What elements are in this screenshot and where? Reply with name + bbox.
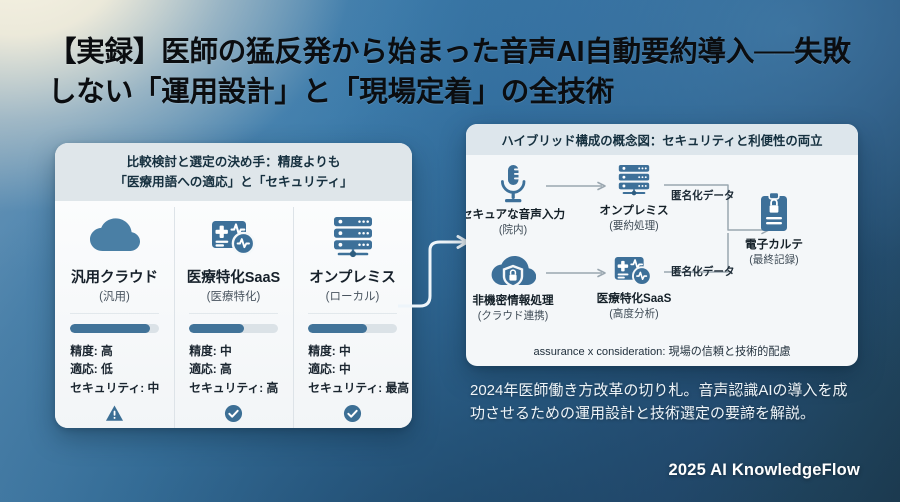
node-sublabel: (要約処理) — [609, 219, 659, 232]
node-label: 電子カルテ — [745, 238, 803, 251]
comparison-column-onpremise[interactable]: オンプレミス (ローカル) 精度: 中 適応: 中 セキュリティ: 最高 — [293, 201, 412, 428]
score-bar — [189, 324, 278, 334]
score-bar — [308, 324, 397, 334]
metrics-list: 精度: 中 適応: 高 セキュリティ: 高 — [189, 342, 278, 397]
column-title: 医療特化SaaS — [186, 270, 281, 287]
comparison-header-line-2: 「医療用語への適応」と「セキュリティ」 — [114, 174, 353, 189]
column-title: オンプレミス — [309, 270, 396, 287]
column-subtitle: (ローカル) — [325, 291, 380, 304]
comparison-header-line-1: 比較検討と選定の決め手：精度よりも — [126, 155, 341, 169]
comparison-column-cloud[interactable]: 汎用クラウド (汎用) 精度: 高 適応: 低 セキュリティ: 中 — [55, 201, 174, 428]
score-bar — [70, 324, 159, 334]
page-title: 【実録】医師の猛反発から始まった音声AI自動要約導入──失敗 しない「運用設計」… — [48, 32, 868, 113]
node-sublabel: (クラウド連携) — [477, 309, 549, 322]
title-line-2: しない「運用設計」と「現場定着」の全技術 — [48, 76, 615, 109]
node-label: 医療特化SaaS — [596, 292, 672, 305]
brand-footer: 2025 AI KnowledgeFlow — [668, 461, 860, 479]
architecture-node-onpremise[interactable]: オンプレミス (要約処理) — [579, 157, 689, 233]
server-rack-icon — [328, 213, 378, 261]
flow-label-bottom: 匿名化データ — [671, 266, 735, 278]
architecture-diagram: セキュアな音声入力 (院内) オンプレミス (要 — [466, 155, 858, 339]
node-label: セキュアな音声入力 — [466, 208, 566, 221]
architecture-node-cloud-processing[interactable]: 非機密情報処理 (クラウド連携) — [466, 247, 568, 323]
cloud-icon — [88, 213, 142, 261]
architecture-node-voice-input[interactable]: セキュアな音声入力 (院内) — [466, 161, 568, 237]
metric-accuracy: 精度: 中 — [189, 344, 232, 359]
summary-line-2: 功させるための運用設計と技術選定の要諦を解説。 — [470, 405, 816, 423]
comparison-column-medical-saas[interactable]: 医療特化SaaS (医療特化) 精度: 中 適応: 高 セキュリティ: 高 — [174, 201, 293, 428]
metric-security: セキュリティ: 最高 — [308, 380, 410, 395]
column-title: 汎用クラウド — [71, 270, 158, 287]
check-icon — [224, 404, 244, 424]
column-subtitle: (医療特化) — [206, 291, 261, 304]
node-sublabel: (院内) — [498, 223, 528, 236]
architecture-card-header: ハイブリッド構成の概念図：セキュリティと利便性の両立 — [466, 124, 858, 155]
comparison-card-header: 比較検討と選定の決め手：精度よりも 「医療用語への適応」と「セキュリティ」 — [55, 143, 412, 202]
divider — [308, 313, 397, 315]
title-line-1: 【実録】医師の猛反発から始まった音声AI自動要約導入──失敗 — [48, 36, 851, 68]
comparison-columns: 汎用クラウド (汎用) 精度: 高 適応: 低 セキュリティ: 中 — [55, 201, 412, 428]
architecture-node-ehr[interactable]: 電子カルテ (最終記録) — [719, 191, 829, 267]
node-sublabel: (最終記録) — [749, 253, 799, 266]
architecture-node-medical-saas[interactable]: 医療特化SaaS (高度分析) — [579, 245, 689, 321]
metric-adaptation: 適応: 高 — [189, 362, 232, 377]
warning-icon — [105, 404, 125, 424]
node-label: 非機密情報処理 — [472, 294, 554, 307]
node-label: オンプレミス — [599, 204, 669, 217]
metrics-list: 精度: 中 適応: 中 セキュリティ: 最高 — [308, 342, 410, 397]
summary-line-1: 2024年医師働き方改革の切り札。音声認識AIの導入を成 — [470, 382, 848, 399]
architecture-footnote: assurance x consideration: 現場の信頼と技術的配慮 — [533, 346, 791, 358]
metric-accuracy: 精度: 中 — [308, 344, 351, 359]
microphone-icon — [466, 161, 568, 205]
medical-saas-icon — [579, 245, 689, 289]
medical-saas-icon — [210, 213, 258, 261]
node-sublabel: (高度分析) — [609, 307, 659, 320]
check-icon — [343, 404, 363, 424]
divider — [189, 313, 278, 315]
metrics-list: 精度: 高 適応: 低 セキュリティ: 中 — [70, 342, 159, 397]
metric-accuracy: 精度: 高 — [70, 344, 113, 359]
metric-security: セキュリティ: 高 — [189, 380, 279, 395]
clipboard-lock-icon — [719, 191, 829, 235]
column-subtitle: (汎用) — [99, 291, 130, 304]
cloud-lock-icon — [466, 247, 568, 291]
flow-label-top: 匿名化データ — [671, 190, 735, 202]
summary-text: 2024年医師働き方改革の切り札。音声認識AIの導入を成 功させるための運用設計… — [470, 379, 870, 426]
architecture-card: ハイブリッド構成の概念図：セキュリティと利便性の両立 — [466, 124, 858, 366]
divider — [70, 313, 159, 315]
metric-adaptation: 適応: 中 — [308, 362, 351, 377]
metric-security: セキュリティ: 中 — [70, 380, 160, 395]
comparison-card: 比較検討と選定の決め手：精度よりも 「医療用語への適応」と「セキュリティ」 汎用… — [55, 143, 412, 428]
metric-adaptation: 適応: 低 — [70, 362, 113, 377]
server-rack-icon — [579, 157, 689, 201]
